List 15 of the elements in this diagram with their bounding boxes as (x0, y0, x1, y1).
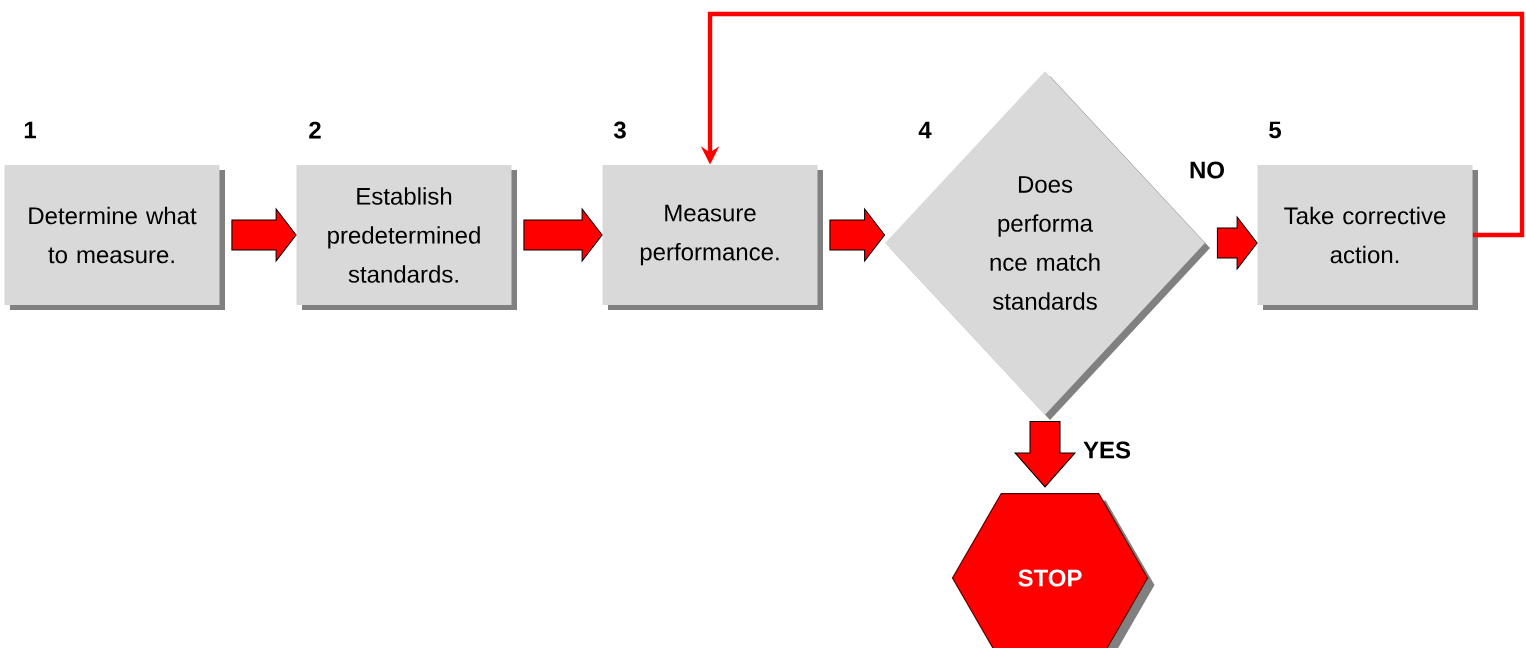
process-box: Take corrective action. (1257, 165, 1478, 310)
step-number: 1 (24, 121, 36, 139)
block-arrow (231, 208, 297, 262)
block-arrow (523, 208, 603, 262)
edge-label: YES (1081, 439, 1134, 461)
process-box: Measure performance. (602, 165, 823, 310)
block-arrow (829, 208, 886, 262)
block-arrow (1216, 216, 1258, 270)
stop-hexagon: STOP (951, 492, 1155, 648)
step-number: 5 (1269, 121, 1281, 139)
step-number: 2 (309, 121, 321, 139)
process-box: Determine what to measure. (4, 165, 225, 310)
block-arrow (1014, 420, 1076, 488)
step-number: 3 (613, 121, 626, 139)
process-box: Establish predetermined standards. (296, 165, 517, 310)
